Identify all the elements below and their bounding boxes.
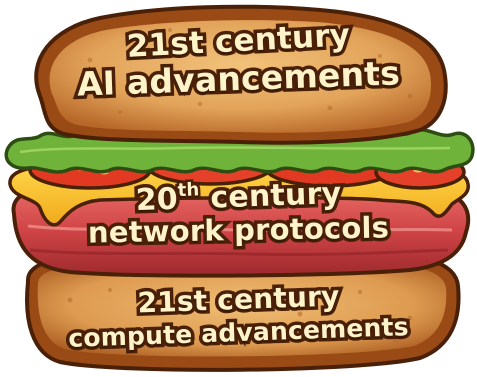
filling-ordinal-suffix: th: [175, 177, 203, 204]
top-bread-slice: [34, 4, 448, 145]
filling-ordinal: 20: [132, 178, 182, 221]
bottom-bread-slice: [25, 251, 461, 372]
filling-century-word: century: [199, 173, 345, 220]
